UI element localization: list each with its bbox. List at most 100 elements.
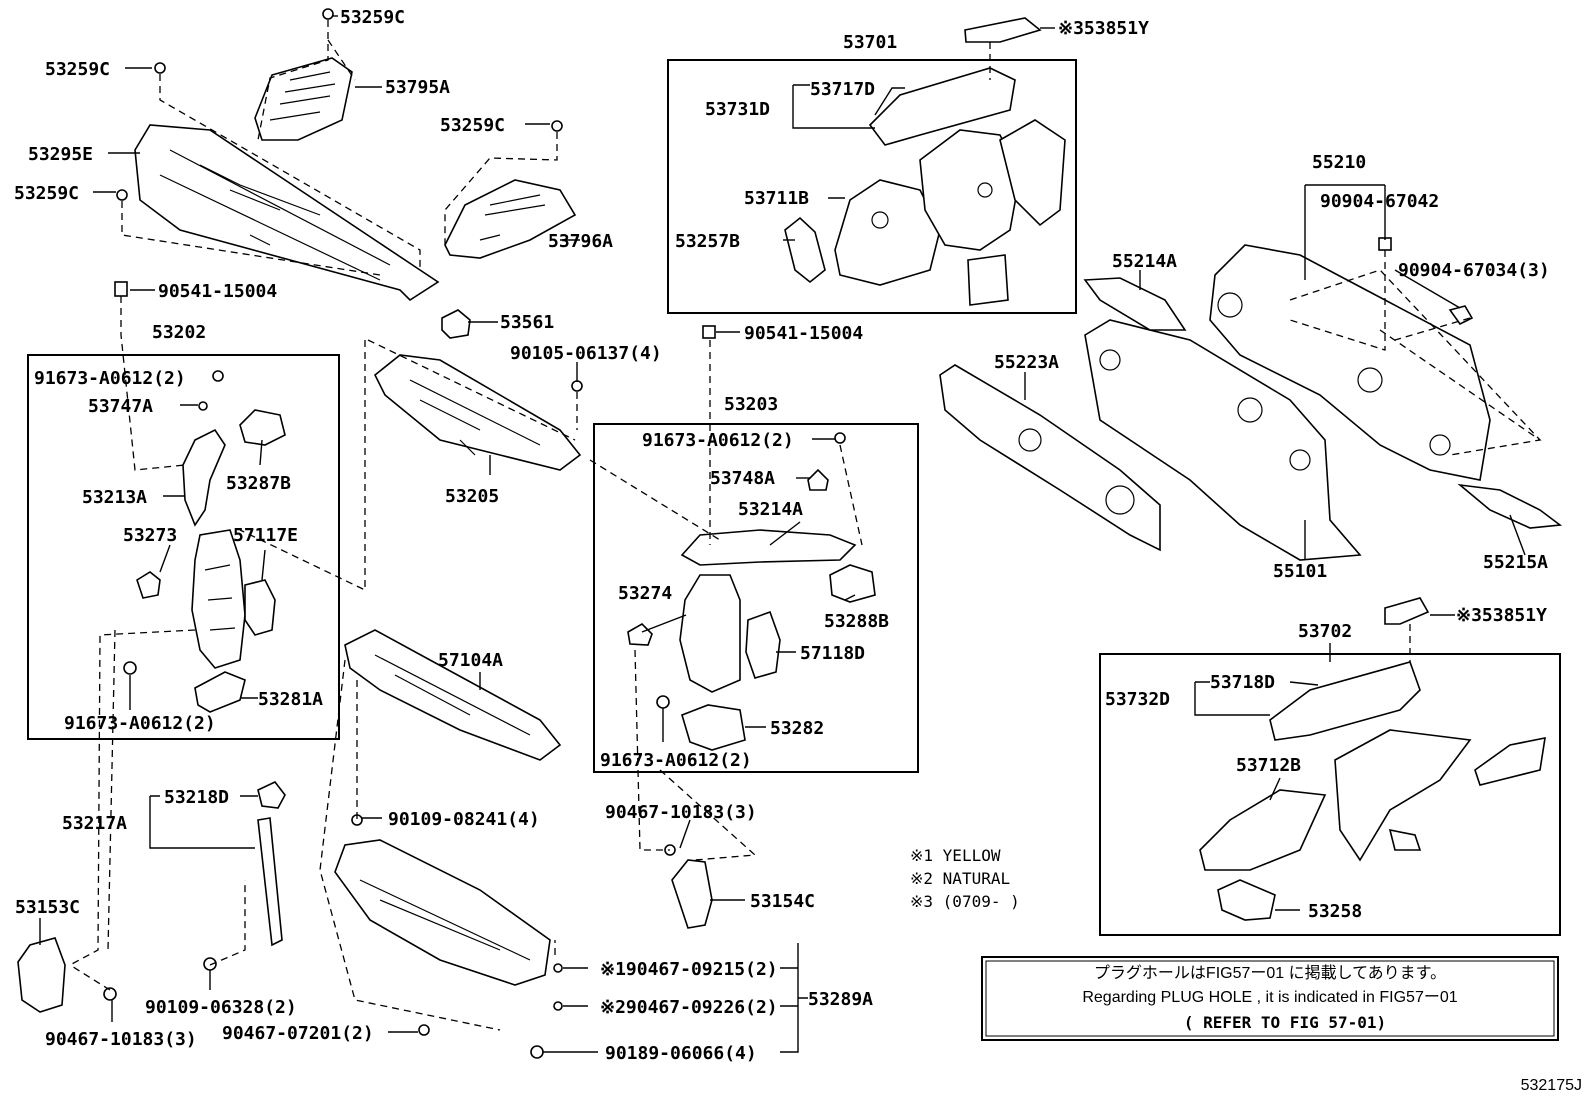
legend-natural: ※2 NATURAL <box>910 869 1010 888</box>
label-90904-67042: 90904-67042 <box>1320 191 1439 212</box>
label-53259C-left: 53259C <box>45 59 110 80</box>
label-53258: 53258 <box>1308 901 1362 922</box>
label-53718D: 53718D <box>1210 672 1275 693</box>
notice-japanese: プラグホールはFIG57ー01 に掲載してあります。 <box>1094 964 1446 982</box>
part-57118D <box>679 574 781 693</box>
label-53289A: 53289A <box>808 989 873 1010</box>
part-53274 <box>627 623 653 646</box>
label-55215A: 55215A <box>1483 552 1548 573</box>
part-53217A <box>257 817 283 947</box>
label-53712B: 53712B <box>1236 755 1301 776</box>
label-53203: 53203 <box>724 394 778 415</box>
label-55223A: 55223A <box>994 352 1059 373</box>
callout-labels: 53259C 53259C 53795A 53295E 53259C 53259… <box>14 7 1550 1064</box>
part-53748A <box>807 468 829 491</box>
part-55215A <box>1457 483 1563 529</box>
label-53701: 53701 <box>843 32 897 53</box>
label-57104A: 57104A <box>438 650 503 671</box>
label-55101: 55101 <box>1273 561 1327 582</box>
group-box-53203 <box>593 423 919 773</box>
notice-box <box>981 956 1559 1041</box>
label-53717D: 53717D <box>810 79 875 100</box>
label-90467-07201: 90467-07201(2) <box>222 1023 374 1044</box>
label-90105-06137: 90105-06137(4) <box>510 343 662 364</box>
part-57104A <box>344 629 562 761</box>
label-90109-08241: 90109-08241(4) <box>388 809 540 830</box>
label-53154C: 53154C <box>750 891 815 912</box>
part-53851Y-top <box>964 17 1042 43</box>
label-53259C-top: 53259C <box>340 7 405 28</box>
part-53701 <box>834 67 1066 306</box>
label-53748A: 53748A <box>710 468 775 489</box>
part-53295E <box>134 124 440 302</box>
label-53796A: 53796A <box>548 231 613 252</box>
label-91673-b: 91673-A0612(2) <box>64 713 216 734</box>
label-90189-06066: 90189-06066(4) <box>605 1043 757 1064</box>
leader-lines <box>39 15 1526 1053</box>
part-53851Y-bottom <box>1384 597 1430 625</box>
part-53218D <box>257 781 286 809</box>
part-53289A <box>334 839 551 986</box>
label-53295E: 53295E <box>28 144 93 165</box>
label-53282: 53282 <box>770 718 824 739</box>
label-53851Y-bottom: ※353851Y <box>1456 605 1547 626</box>
label-53851Y-top: ※353851Y <box>1058 18 1149 39</box>
part-53281A <box>194 671 246 713</box>
part-53258 <box>1217 879 1276 921</box>
label-55214A: 55214A <box>1112 251 1177 272</box>
label-53711B: 53711B <box>744 188 809 209</box>
legend-yellow: ※1 YELLOW <box>910 846 1001 865</box>
part-53154C <box>671 859 713 929</box>
label-53217A: 53217A <box>62 813 127 834</box>
part-57117E <box>191 529 276 669</box>
label-90467-09215: ※190467-09215(2) <box>600 959 778 980</box>
part-53273 <box>136 571 161 599</box>
label-90109-06328: 90109-06328(2) <box>145 997 297 1018</box>
label-53795A: 53795A <box>385 77 450 98</box>
notice-english: Regarding PLUG HOLE , it is indicated in… <box>1082 989 1457 1006</box>
group-box-53202 <box>27 354 340 740</box>
part-53561 <box>441 309 471 339</box>
label-53218D: 53218D <box>164 787 229 808</box>
label-53274: 53274 <box>618 583 672 604</box>
label-53153C: 53153C <box>15 897 80 918</box>
label-90541-15004-left: 90541-15004 <box>158 281 277 302</box>
label-91673-a: 91673-A0612(2) <box>34 368 186 389</box>
label-53214A: 53214A <box>738 499 803 520</box>
label-90541-15004-mid: 90541-15004 <box>744 323 863 344</box>
color-legend: ※1 YELLOW ※2 NATURAL ※3 (0709- ) <box>910 846 1020 911</box>
part-55223A <box>939 364 1161 552</box>
group-box-53701 <box>667 59 1077 314</box>
part-53287B <box>239 409 286 446</box>
label-53732D: 53732D <box>1105 689 1170 710</box>
label-57117E: 57117E <box>233 525 298 546</box>
label-53259C-left2: 53259C <box>14 183 79 204</box>
part-53213A <box>182 428 226 527</box>
label-53202: 53202 <box>152 322 206 343</box>
part-55101 <box>1084 319 1362 561</box>
assembly-lines <box>69 20 1542 1031</box>
label-53205: 53205 <box>445 486 499 507</box>
part-53153C <box>17 937 66 1013</box>
part-53214A <box>680 529 857 566</box>
label-90467-09226: ※290467-09226(2) <box>600 997 778 1018</box>
label-53731D: 53731D <box>705 99 770 120</box>
label-91673-c: 91673-A0612(2) <box>642 430 794 451</box>
label-53561: 53561 <box>500 312 554 333</box>
part-53702 <box>1199 661 1546 871</box>
label-53257B: 53257B <box>675 231 740 252</box>
label-53287B: 53287B <box>226 473 291 494</box>
figure-id: 532175J <box>1521 1077 1582 1094</box>
label-90467-10183-mid: 90467-10183(3) <box>605 802 757 823</box>
part-53282 <box>681 704 746 751</box>
part-53288B <box>829 564 876 603</box>
part-55210 <box>1209 244 1491 481</box>
label-90904-67034: 90904-67034(3) <box>1398 260 1550 281</box>
legend-date: ※3 (0709- ) <box>910 892 1020 911</box>
label-53281A: 53281A <box>258 689 323 710</box>
part-55214A <box>1083 277 1187 331</box>
label-53747A: 53747A <box>88 396 153 417</box>
label-53702: 53702 <box>1298 621 1352 642</box>
notice-box-inner <box>985 960 1555 1037</box>
label-90467-10183-left: 90467-10183(3) <box>45 1029 197 1050</box>
